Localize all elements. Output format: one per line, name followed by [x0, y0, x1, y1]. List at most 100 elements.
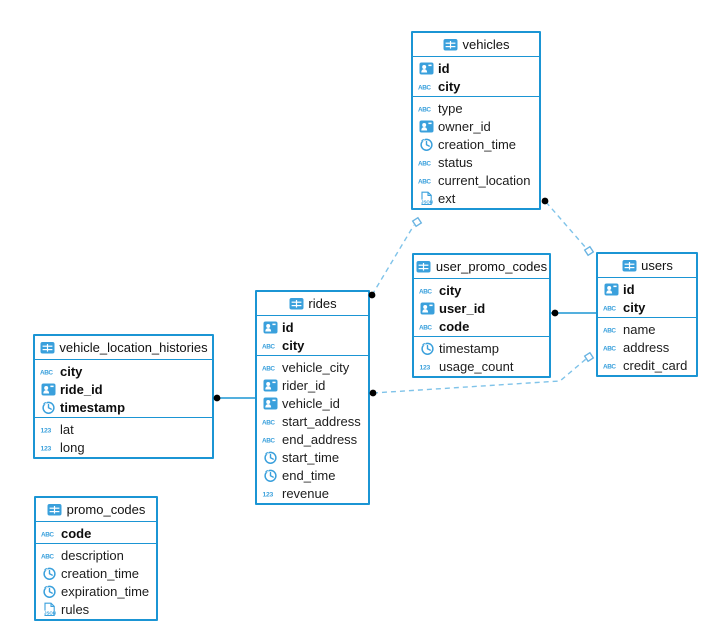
- column-row[interactable]: ride_id: [35, 380, 212, 398]
- column-row[interactable]: ABC city: [413, 77, 539, 95]
- uuid-icon: [418, 119, 434, 134]
- relation-vehicle_location_histories-rides[interactable]: [213, 394, 255, 402]
- column-row[interactable]: ABC status: [413, 153, 539, 171]
- column-name: city: [60, 363, 83, 379]
- column-row[interactable]: id: [598, 280, 696, 298]
- column-row[interactable]: creation_time: [36, 564, 156, 582]
- timestamp-icon: [419, 341, 435, 356]
- timestamp-icon: [418, 137, 434, 152]
- column-row[interactable]: ABC end_address: [257, 430, 368, 448]
- column-row[interactable]: timestamp: [35, 398, 212, 416]
- svg-text:123: 123: [41, 445, 52, 452]
- column-name: id: [623, 281, 635, 297]
- column-row[interactable]: rider_id: [257, 376, 368, 394]
- column-name: expiration_time: [61, 583, 150, 599]
- number-icon: 123: [40, 422, 56, 437]
- table-name: user_promo_codes: [435, 259, 548, 274]
- timestamp-icon: [262, 450, 278, 465]
- table-header[interactable]: user_promo_codes: [414, 255, 549, 279]
- relation-endpoint-dot: [213, 394, 221, 402]
- text-icon: ABC: [603, 340, 619, 355]
- column-name: current_location: [438, 172, 531, 188]
- column-name: code: [61, 525, 92, 541]
- column-row[interactable]: end_time: [257, 466, 368, 484]
- column-row[interactable]: ABC address: [598, 338, 696, 356]
- column-row[interactable]: ABC city: [35, 362, 212, 380]
- svg-text:JSON: JSON: [421, 199, 433, 204]
- column-row[interactable]: expiration_time: [36, 582, 156, 600]
- table-name: vehicles: [462, 37, 510, 52]
- table-rides[interactable]: rides id ABC city ABC vehicle_city rider…: [255, 290, 370, 505]
- column-row[interactable]: timestamp: [414, 339, 549, 357]
- text-icon: ABC: [418, 101, 434, 116]
- column-row[interactable]: user_id: [414, 299, 549, 317]
- svg-text:ABC: ABC: [418, 160, 431, 167]
- column-row[interactable]: JSON ext: [413, 189, 539, 207]
- relation-user_promo_codes-users[interactable]: [551, 309, 596, 317]
- svg-text:ABC: ABC: [262, 437, 275, 444]
- column-row[interactable]: id: [413, 59, 539, 77]
- column-row[interactable]: start_time: [257, 448, 368, 466]
- table-header[interactable]: vehicle_location_histories: [35, 336, 212, 360]
- uuid-icon: [40, 382, 56, 397]
- column-name: city: [438, 78, 461, 94]
- column-row[interactable]: vehicle_id: [257, 394, 368, 412]
- column-row[interactable]: 123 revenue: [257, 484, 368, 502]
- relation-endpoint-dot: [551, 309, 559, 317]
- column-row[interactable]: ABC code: [36, 524, 156, 542]
- column-name: id: [282, 319, 294, 335]
- column-name: usage_count: [439, 358, 514, 374]
- table-icon: [288, 296, 304, 311]
- text-icon: ABC: [418, 79, 434, 94]
- primary-key-section: id ABC city: [413, 57, 539, 97]
- svg-text:ABC: ABC: [603, 363, 616, 370]
- column-row[interactable]: owner_id: [413, 117, 539, 135]
- text-icon: ABC: [603, 358, 619, 373]
- column-row[interactable]: ABC city: [598, 298, 696, 316]
- column-row[interactable]: ABC vehicle_city: [257, 358, 368, 376]
- table-vehicle_location_histories[interactable]: vehicle_location_histories ABC city ride…: [33, 334, 214, 459]
- primary-key-section: ABC city ride_id timestamp: [35, 360, 212, 418]
- table-user_promo_codes[interactable]: user_promo_codes ABC city user_id ABC co…: [412, 253, 551, 378]
- column-row[interactable]: ABC credit_card: [598, 356, 696, 374]
- column-row[interactable]: ABC start_address: [257, 412, 368, 430]
- svg-text:ABC: ABC: [262, 365, 275, 372]
- column-row[interactable]: creation_time: [413, 135, 539, 153]
- svg-text:ABC: ABC: [418, 106, 431, 113]
- relation-endpoint-diamond: [411, 216, 423, 228]
- text-icon: ABC: [262, 338, 278, 353]
- table-header[interactable]: vehicles: [413, 33, 539, 57]
- svg-text:ABC: ABC: [41, 553, 54, 560]
- column-row[interactable]: ABC city: [257, 336, 368, 354]
- table-header[interactable]: promo_codes: [36, 498, 156, 522]
- primary-key-section: id ABC city: [257, 316, 368, 356]
- relation-vehicles-users[interactable]: [541, 197, 595, 257]
- column-name: id: [438, 60, 450, 76]
- table-users[interactable]: users id ABC city ABC name ABC address A…: [596, 252, 698, 377]
- column-name: end_time: [282, 467, 336, 483]
- svg-text:ABC: ABC: [40, 369, 53, 376]
- columns-section: timestamp 123 usage_count: [414, 337, 549, 376]
- column-row[interactable]: 123 lat: [35, 420, 212, 438]
- table-icon: [416, 259, 432, 274]
- text-icon: ABC: [419, 283, 435, 298]
- column-row[interactable]: 123 usage_count: [414, 357, 549, 375]
- table-header[interactable]: users: [598, 254, 696, 278]
- column-row[interactable]: ABC type: [413, 99, 539, 117]
- column-row[interactable]: ABC city: [414, 281, 549, 299]
- svg-text:ABC: ABC: [419, 324, 432, 331]
- table-vehicles[interactable]: vehicles id ABC city ABC type owner_id c…: [411, 31, 541, 210]
- column-row[interactable]: ABC name: [598, 320, 696, 338]
- table-header[interactable]: rides: [257, 292, 368, 316]
- column-row[interactable]: id: [257, 318, 368, 336]
- text-icon: ABC: [262, 360, 278, 375]
- column-row[interactable]: ABC description: [36, 546, 156, 564]
- column-name: ext: [438, 190, 456, 206]
- column-row[interactable]: ABC current_location: [413, 171, 539, 189]
- column-row[interactable]: JSON rules: [36, 600, 156, 618]
- text-icon: ABC: [262, 432, 278, 447]
- column-name: long: [60, 439, 85, 455]
- column-row[interactable]: ABC code: [414, 317, 549, 335]
- table-promo_codes[interactable]: promo_codes ABC code ABC description cre…: [34, 496, 158, 621]
- column-row[interactable]: 123 long: [35, 438, 212, 456]
